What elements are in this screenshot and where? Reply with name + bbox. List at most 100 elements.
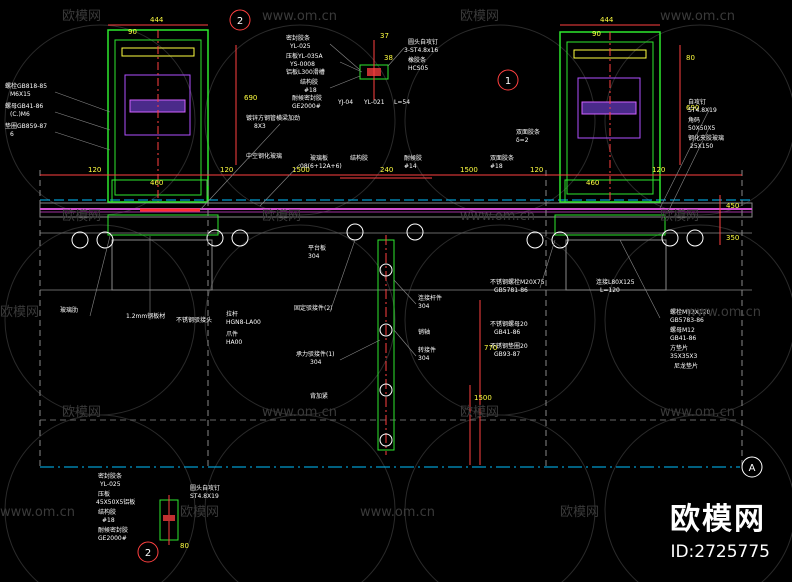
svg-text:欧模网: 欧模网	[62, 405, 101, 420]
label-rubber4: HCS05	[408, 65, 428, 72]
label-weather: 耐候胶	[404, 154, 422, 162]
label-bar2: 304	[418, 303, 430, 310]
svg-text:www.om.cn: www.om.cn	[262, 9, 337, 24]
label-boltm2: GB5783-86	[670, 317, 704, 324]
svg-text:2: 2	[145, 548, 151, 559]
label-washer1b: 6	[10, 131, 14, 138]
label-bolt2: 承力驳接件(1)	[296, 350, 335, 358]
dim-120-c: 120	[530, 166, 543, 174]
label-angle: 角码	[688, 116, 700, 124]
dim-444-right: 444	[600, 16, 614, 24]
svg-text:欧模网: 欧模网	[560, 505, 599, 520]
label-bl8: GE2000#	[98, 535, 127, 542]
label-fin-left: 玻璃肋	[60, 306, 78, 314]
label-glue2: #18	[304, 87, 317, 94]
svg-text:欧模网: 欧模网	[62, 9, 101, 24]
dim-120-d: 120	[652, 166, 665, 174]
dim-770: 770	[484, 344, 497, 352]
label-screw2: 3-ST4.8x16	[404, 47, 438, 54]
label-bolt1b: M6X15	[10, 91, 31, 98]
watermark-brand-large: 欧模网	[670, 502, 766, 537]
label-add: 背加紧	[310, 392, 328, 400]
label-nutm2: GB41-86	[670, 335, 696, 342]
label-bolt1: 螺栓GB818-85	[5, 82, 47, 90]
label-pin: 销轴	[418, 328, 430, 336]
label-yj: YJ-04	[337, 99, 353, 106]
label-frame: 中空钢化玻璃	[246, 152, 282, 160]
label-bl5: 结构胶	[98, 508, 116, 516]
label-rod: 拉杆	[226, 310, 238, 318]
label-tube: 镀锌方钢管横梁加劲	[246, 114, 300, 122]
svg-text:www.om.cn: www.om.cn	[686, 305, 761, 320]
label-splice2: 25X150	[690, 143, 713, 150]
dim-38: 38	[384, 54, 393, 62]
glass-fin	[346, 223, 424, 455]
label-bl1: 密封胶条	[98, 472, 122, 480]
label-weather2: #14	[404, 163, 417, 170]
label-self2: ST4.8X19	[688, 107, 717, 114]
label-press1: 压板YL-035A	[286, 52, 324, 60]
label-bl9: 圆头自攻钉	[190, 484, 220, 492]
svg-text:欧模网: 欧模网	[460, 9, 499, 24]
label-bl2: YL-025	[99, 481, 121, 488]
label-bl6: #18	[102, 517, 115, 524]
label-pad2: #18	[490, 163, 503, 170]
label-holder: 爪件	[226, 330, 238, 338]
dim-120-b: 120	[220, 166, 233, 174]
svg-text:www.om.cn: www.om.cn	[460, 209, 535, 224]
label-nut1: 螺母GB41-86	[5, 102, 43, 110]
watermark-circles	[4, 24, 792, 582]
label-nut1b: (C.)M6	[10, 111, 30, 118]
label-rubber1: 密封胶条	[286, 34, 310, 42]
dim-1500-left: 1500	[292, 166, 310, 174]
bottom-left-detail	[159, 495, 179, 545]
svg-text:www.om.cn: www.om.cn	[660, 9, 735, 24]
axis-lines	[39, 170, 743, 470]
dim-1500-right: 1500	[460, 166, 478, 174]
dim-690-right: 690	[686, 104, 699, 112]
label-yl021: YL-021	[363, 99, 385, 106]
dim-450: 450	[726, 202, 739, 210]
dim-120-a: 120	[88, 166, 101, 174]
label-steel1: 不锈钢螺栓M20X75	[490, 278, 545, 286]
label-angle2: 50X50X5	[688, 125, 715, 132]
callout-bubble-2-bottom: 2	[137, 541, 159, 563]
dim-80: 80	[686, 54, 695, 62]
watermarks: 欧模网 www.om.cn 欧模网 www.om.cn 欧模网 欧模网 www.…	[0, 9, 761, 520]
label-wc: 不锈钢驳接头	[176, 316, 212, 324]
svg-text:欧模网: 欧模网	[460, 405, 499, 420]
label-dual2: δ=2	[516, 137, 529, 144]
dim-90-right: 90	[592, 30, 601, 38]
svg-text:欧模网: 欧模网	[62, 209, 101, 224]
label-splice: 钢化夹胶玻璃	[688, 134, 724, 142]
label-nutm: 螺母M12	[670, 326, 695, 334]
dim-80-small: 80	[180, 542, 189, 550]
label-steel1b: GB5781-86	[494, 287, 528, 294]
label-l54: L=54	[394, 99, 410, 106]
label-bar1: 连接杆件	[418, 294, 442, 302]
label-press3: 铝板L300滑槽	[286, 68, 325, 76]
label-thk: 1.2mm钢板材	[126, 312, 165, 320]
dim-37: 37	[380, 32, 389, 40]
label-bolt2b: 304	[310, 359, 322, 366]
svg-text:欧模网: 欧模网	[180, 505, 219, 520]
dim-90-left: 90	[128, 28, 137, 36]
label-self: 自攻钉	[688, 98, 706, 106]
svg-text:欧模网: 欧模网	[660, 209, 699, 224]
svg-text:www.om.cn: www.om.cn	[262, 405, 337, 420]
dim-1500-vert: 1500	[474, 394, 492, 402]
svg-text:欧模网: 欧模网	[0, 305, 39, 320]
label-rod2: HA00	[226, 339, 242, 346]
dim-350: 350	[726, 234, 739, 242]
label-seal1: 耐候密封胶	[292, 94, 322, 102]
label-adj: 尼龙垫片	[674, 362, 698, 370]
svg-text:www.om.cn: www.om.cn	[0, 505, 75, 520]
label-pad: 双面胶条	[490, 154, 514, 162]
label-steel2b: GB41-86	[494, 329, 520, 336]
label-screw1: 圆头自攻钉	[408, 38, 438, 46]
svg-text:A: A	[749, 463, 756, 474]
label-bl10: ST4.8X19	[190, 493, 219, 500]
label-washer1: 垫圈GB859-87	[5, 122, 47, 130]
callout-bubble-1-right: 1	[497, 69, 519, 91]
